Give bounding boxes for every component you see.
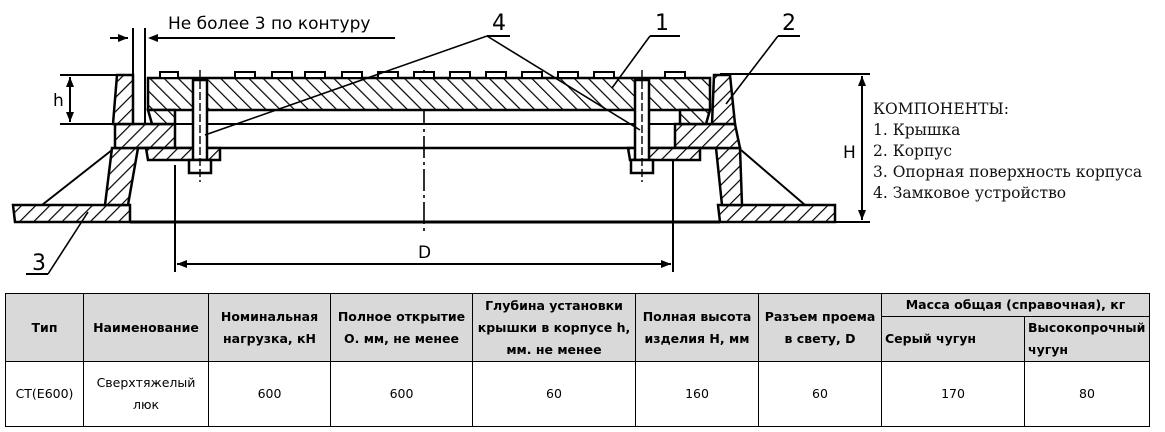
header-mass-ductile: Высокопрочный чугун: [1024, 316, 1150, 362]
cell-opening: 600: [330, 361, 473, 427]
legend-title: КОМПОНЕНТЫ:: [873, 100, 1009, 118]
cell-load: 600: [208, 361, 331, 427]
locking-device-left: [144, 70, 222, 182]
callout-4: 4: [204, 11, 641, 136]
locking-device-right: [626, 70, 702, 182]
cell-height: 160: [635, 361, 759, 427]
cell-clear-opening: 60: [758, 361, 882, 427]
gap-dimension-note: Не более 3 по контуру: [168, 14, 370, 34]
header-name: Наименование: [83, 293, 209, 362]
cell-mass-ductile: 80: [1024, 361, 1150, 427]
svg-text:4: 4: [492, 11, 506, 36]
callout-2: 2: [725, 11, 800, 105]
legend-item: 3. Опорная поверхность корпуса: [873, 163, 1143, 181]
D-label: D: [418, 243, 431, 263]
callout-1: 1: [611, 11, 680, 89]
lid: [146, 71, 712, 126]
header-opening: Полное открытие О. мм, не менее: [330, 293, 473, 362]
table-header-row: Тип Наименование Номинальная нагрузка, к…: [5, 293, 1150, 362]
header-load: Номинальная нагрузка, кН: [208, 293, 331, 362]
housing-left: [11, 73, 177, 224]
svg-text:1: 1: [655, 11, 669, 36]
legend-item: 4. Замковое устройство: [873, 184, 1067, 202]
header-type: Тип: [5, 293, 84, 362]
cell-depth: 60: [472, 361, 636, 427]
header-mass-grey: Серый чугун: [881, 316, 1025, 362]
cell-mass-grey: 170: [881, 361, 1025, 427]
table-row: СТ(Е600) Сверхтяжелый люк 600 600 60 160…: [5, 361, 1150, 427]
header-height: Полная высота изделия Н, мм: [635, 293, 759, 362]
D-dimension: D: [174, 160, 674, 272]
header-clear-opening: Разъем проема в свету, D: [758, 293, 882, 362]
manhole-cross-section-drawing: Не более 3 по контуру h H D: [11, 11, 870, 276]
H-label: H: [843, 143, 856, 163]
svg-text:2: 2: [782, 11, 796, 36]
header-depth: Глубина установки крышки в корпусе h, мм…: [472, 293, 636, 362]
h-label: h: [53, 91, 64, 111]
header-mass-group: Масса общая (справочная), кг: [881, 293, 1150, 317]
components-legend: КОМПОНЕНТЫ: 1. Крышка 2. Корпус 3. Опорн…: [873, 99, 1142, 204]
specification-table: Тип Наименование Номинальная нагрузка, к…: [5, 293, 1150, 427]
svg-text:3: 3: [32, 251, 46, 276]
table-subheader-row: Серый чугун Высокопрочный чугун: [6, 316, 1150, 362]
callout-3: 3: [26, 211, 89, 276]
cell-name: Сверхтяжелый люк: [83, 361, 209, 427]
housing-right: [673, 73, 837, 224]
h-dimension: h: [53, 74, 120, 125]
H-dimension: H: [720, 73, 870, 223]
legend-item: 1. Крышка: [873, 121, 961, 139]
cell-type: СТ(Е600): [5, 361, 84, 427]
legend-item: 2. Корпус: [873, 142, 953, 160]
